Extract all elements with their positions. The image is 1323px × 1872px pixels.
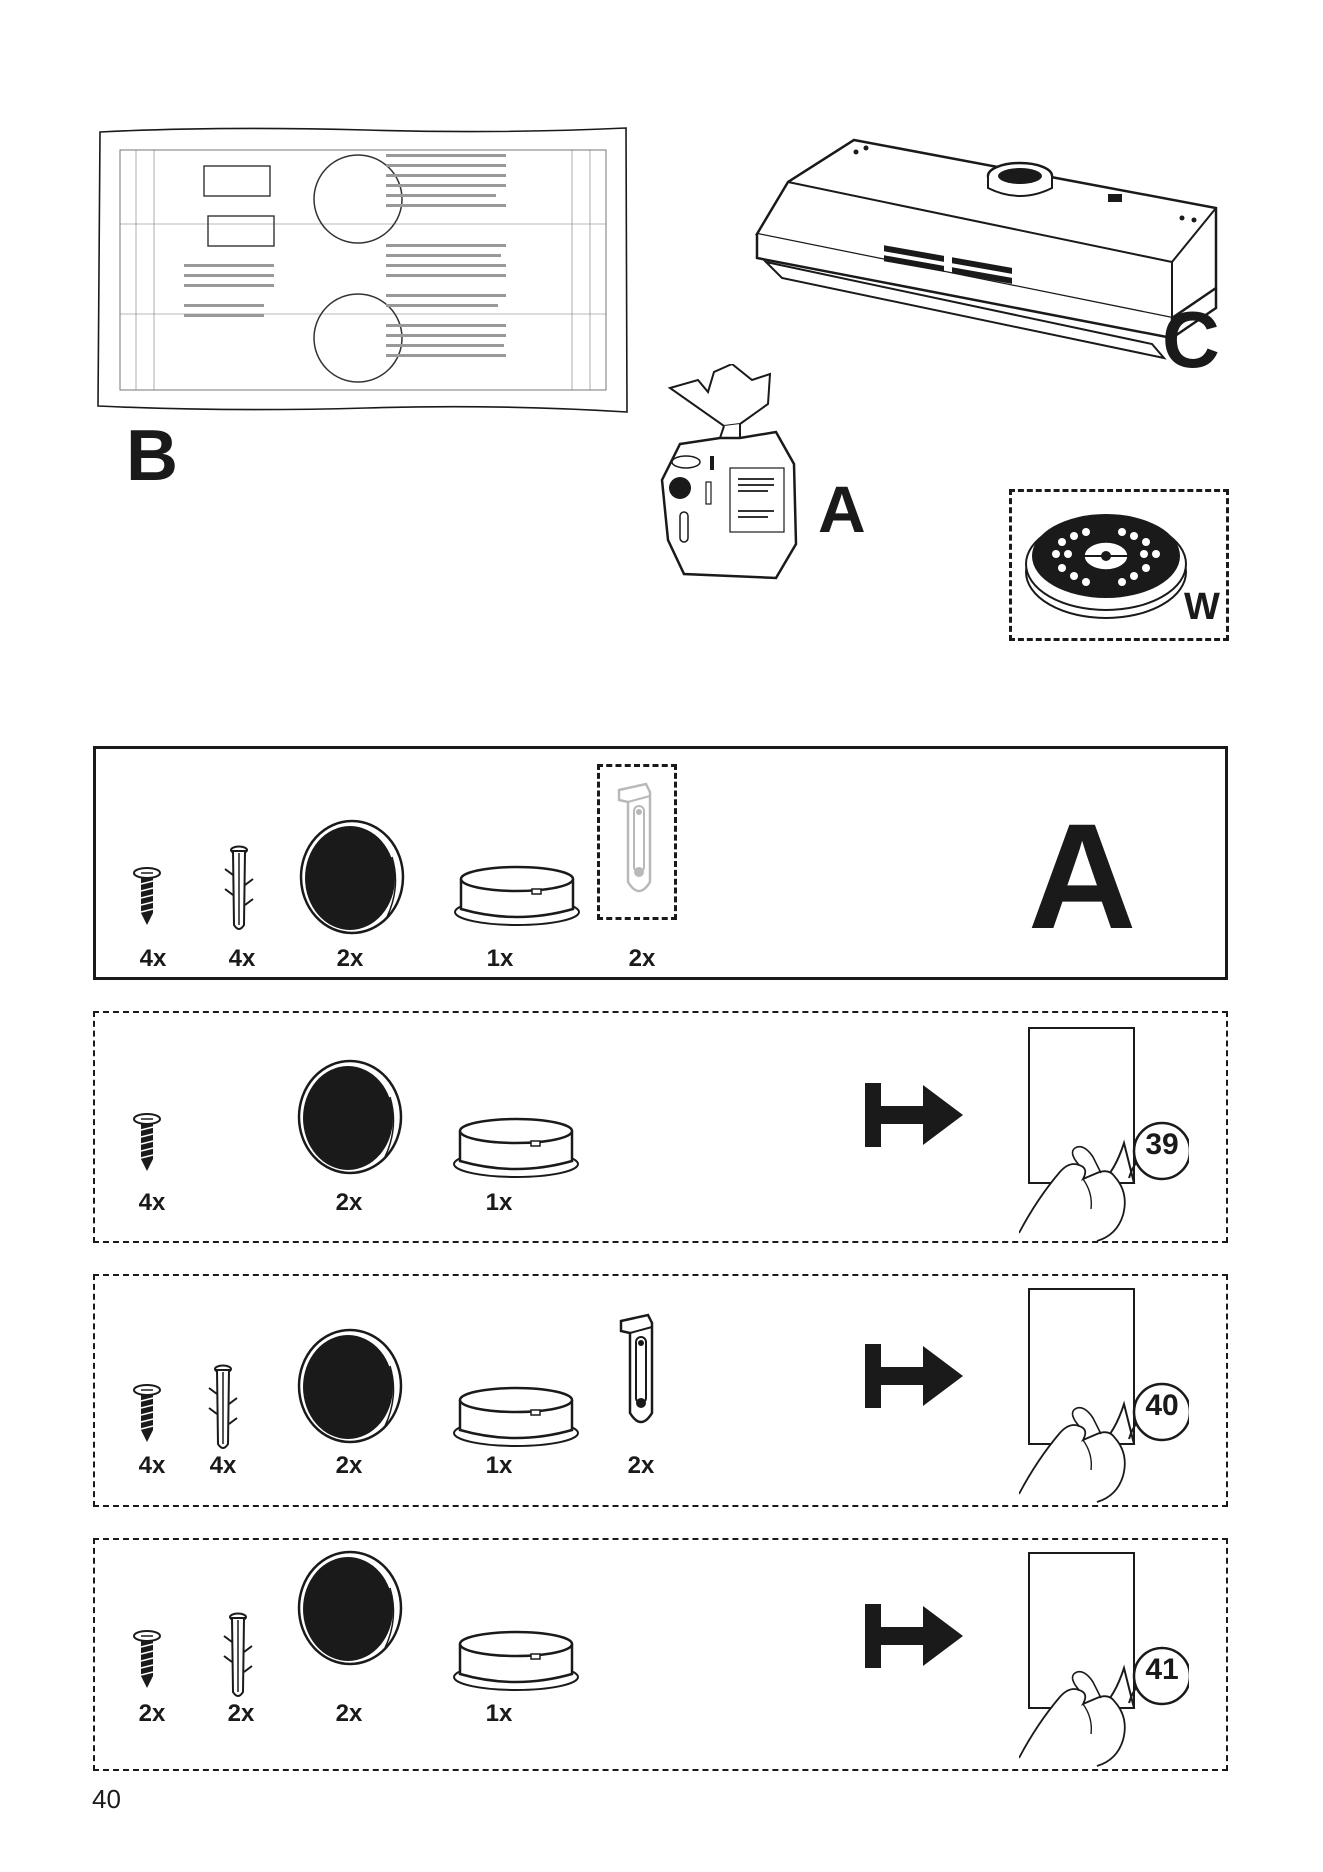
qty-screws: 2x (112, 1700, 192, 1728)
installation-option-3: 2x 2x 2x 1x 41 (93, 1538, 1228, 1771)
qty-collar-ring: 1x (460, 945, 540, 973)
bracket-icon (614, 777, 664, 907)
qty-brackets: 2x (601, 1452, 681, 1480)
qty-wall-plugs: 2x (201, 1700, 281, 1728)
page-number: 40 (92, 1784, 121, 1815)
go-to-arrow-icon (865, 1596, 965, 1676)
parts-panel-label: A (1028, 801, 1136, 951)
optional-filter-frame: W (1009, 489, 1229, 641)
go-to-arrow-icon (865, 1336, 965, 1416)
screw-icon (132, 867, 162, 927)
carbon-filter-icon (297, 817, 407, 937)
bag-label: A (818, 476, 866, 542)
installation-option-2: 4x 4x 2x 1x 2x 40 (93, 1274, 1228, 1507)
qty-screws: 4x (112, 1189, 192, 1217)
mounting-template-illustration (96, 124, 631, 414)
collar-ring-icon (451, 1111, 581, 1181)
range-hood-illustration (752, 138, 1222, 360)
wall-plug-icon (206, 1364, 240, 1454)
parts-list-panel: 4x 4x 2x 1x 2x A (93, 746, 1228, 980)
qty-carbon-filters: 2x (309, 1700, 389, 1728)
screw-icon (132, 1630, 162, 1690)
page-reference[interactable]: 41 (1132, 1653, 1192, 1687)
qty-collar-ring: 1x (459, 1189, 539, 1217)
collar-ring-icon (452, 859, 582, 929)
wall-plug-icon (221, 1612, 255, 1702)
go-to-arrow-icon (865, 1075, 965, 1155)
carbon-filter-icon (295, 1548, 405, 1668)
parts-bag-illustration (658, 364, 800, 580)
bracket-icon (616, 1298, 666, 1448)
collar-ring-icon (451, 1624, 581, 1694)
qty-carbon-filters: 2x (310, 945, 390, 973)
qty-carbon-filters: 2x (309, 1452, 389, 1480)
optional-bracket-frame (597, 764, 677, 920)
collar-ring-icon (451, 1380, 581, 1450)
page-reference[interactable]: 39 (1132, 1128, 1192, 1162)
page-reference[interactable]: 40 (1132, 1389, 1192, 1423)
qty-wall-plugs: 4x (183, 1452, 263, 1480)
qty-carbon-filters: 2x (309, 1189, 389, 1217)
qty-collar-ring: 1x (459, 1452, 539, 1480)
qty-screws: 4x (112, 1452, 192, 1480)
hood-label: C (1162, 300, 1220, 380)
screw-icon (132, 1113, 162, 1173)
carbon-filter-icon (295, 1057, 405, 1177)
filter-label: W (1184, 588, 1220, 626)
qty-collar-ring: 1x (459, 1700, 539, 1728)
qty-brackets: 2x (602, 945, 682, 973)
qty-wall-plugs: 4x (202, 945, 282, 973)
wall-plug-icon (222, 845, 256, 935)
template-label: B (126, 420, 178, 492)
carbon-filter-icon (295, 1326, 405, 1446)
screw-icon (132, 1384, 162, 1444)
installation-option-1: 4x 2x 1x 39 (93, 1011, 1228, 1243)
qty-screws: 4x (113, 945, 193, 973)
